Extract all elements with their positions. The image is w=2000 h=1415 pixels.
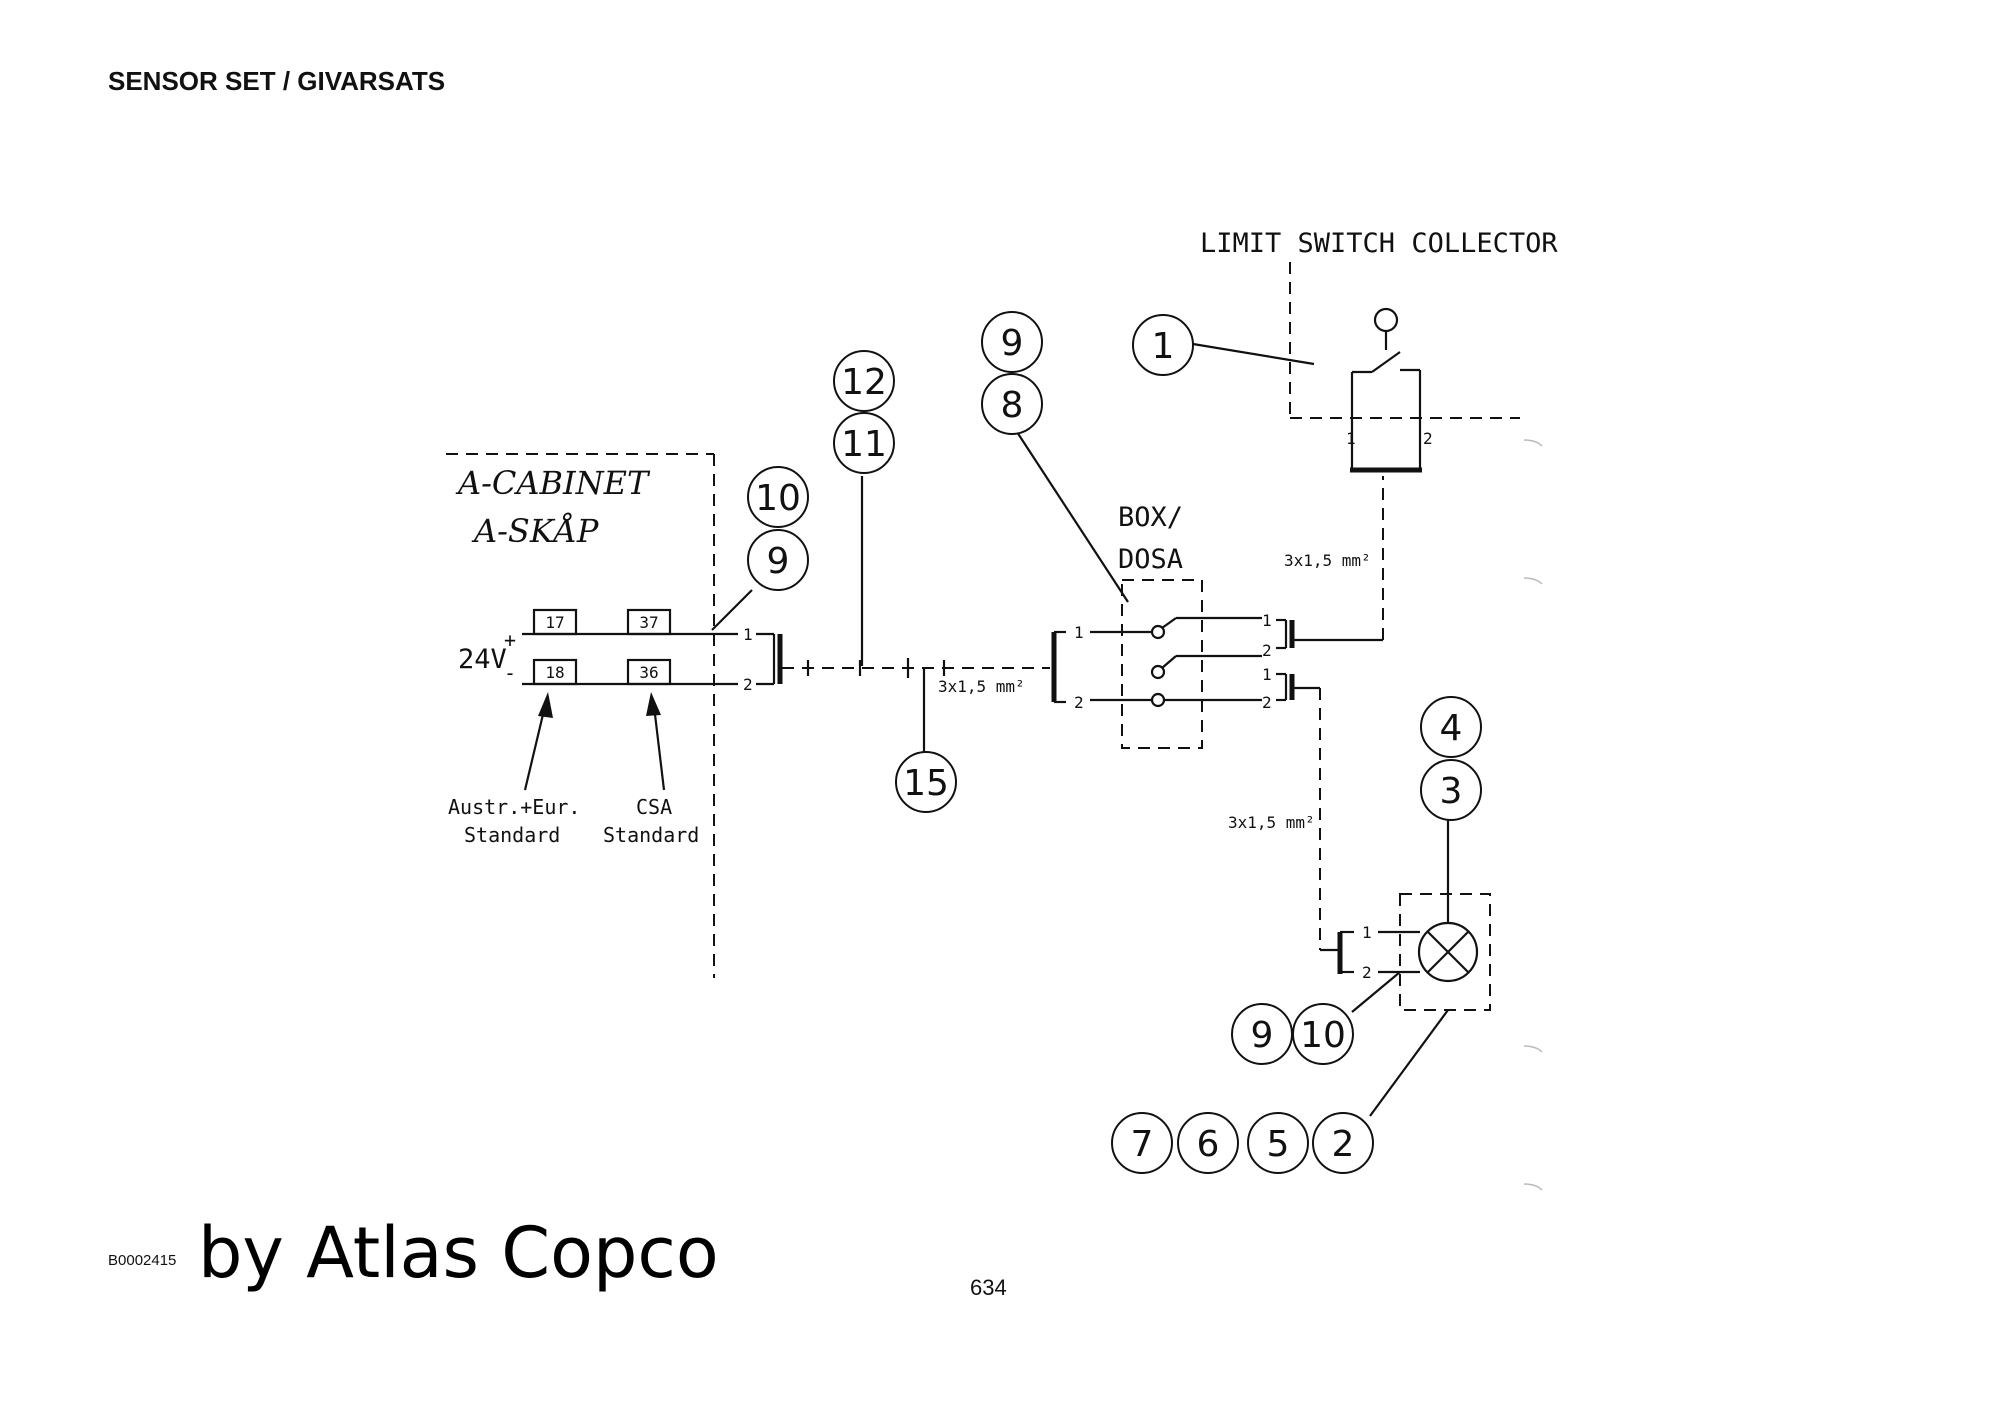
svg-text:4: 4	[1440, 708, 1463, 749]
svg-text:7: 7	[1131, 1124, 1154, 1165]
cable-spec-main: 3x1,5 mm²	[938, 677, 1025, 696]
svg-text:1: 1	[1362, 923, 1372, 942]
limit-switch-pin-2: 2	[1423, 429, 1433, 448]
box-label: BOX/	[1118, 502, 1183, 533]
svg-text:18: 18	[545, 663, 564, 682]
box-contacts	[1150, 616, 1262, 708]
bubble-lamp-set-a: 7	[1111, 1112, 1173, 1174]
bubble-lamp-conn-b: 10	[1292, 1003, 1354, 1065]
limit-switch-label: LIMIT SWITCH COLLECTOR	[1200, 228, 1558, 259]
limit-switch-symbol: 1 2	[1346, 307, 1433, 473]
svg-text:2: 2	[1074, 693, 1084, 712]
bubble-box-lower: 8	[981, 373, 1043, 435]
bubble-lamp-lower: 3	[1420, 759, 1482, 821]
leader-cab	[711, 589, 753, 631]
leader-lamp-set	[1369, 1009, 1449, 1117]
svg-text:8: 8	[1001, 385, 1024, 426]
svg-text:10: 10	[1300, 1015, 1346, 1056]
box-right-connector-top: 1 2	[1262, 611, 1295, 660]
bubble-cab-upper: 10	[747, 466, 809, 528]
std-left-1: Austr.+Eur.	[448, 795, 580, 819]
leader-limit-switch	[1192, 342, 1315, 366]
svg-text:15: 15	[903, 763, 949, 804]
std-right-1: CSA	[636, 795, 672, 819]
terminal-37: 37	[626, 608, 672, 636]
std-left-2: Standard	[464, 823, 560, 847]
svg-text:17: 17	[545, 613, 564, 632]
svg-text:1: 1	[1262, 665, 1272, 684]
lamp-outline	[1399, 893, 1491, 1011]
page-number: 634	[970, 1275, 1007, 1300]
svg-text:9: 9	[767, 541, 790, 582]
svg-text:9: 9	[1001, 323, 1024, 364]
plus-sign: +	[504, 628, 516, 652]
svg-text:1: 1	[1152, 326, 1175, 367]
bubble-cab-lower: 9	[747, 529, 809, 591]
cabinet-label-sv: A-SKÅP	[471, 512, 599, 550]
bubble-lamp-conn-a: 9	[1231, 1003, 1293, 1065]
limit-switch-pin-1: 1	[1346, 429, 1356, 448]
page-title: SENSOR SET / GIVARSATS	[108, 66, 446, 96]
leader-lamp-conn	[1351, 971, 1401, 1013]
terminal-36: 36	[626, 658, 672, 686]
document-code: B0002415	[108, 1252, 177, 1269]
svg-text:37: 37	[639, 613, 658, 632]
lamp-connector: 1 2	[1337, 923, 1420, 982]
bubble-lamp-set-b: 6	[1177, 1112, 1239, 1174]
svg-text:2: 2	[1332, 1124, 1355, 1165]
bubble-box-upper: 9	[981, 311, 1043, 373]
svg-text:1: 1	[1074, 623, 1084, 642]
leader-box	[1016, 431, 1129, 603]
bubble-limit-switch: 1	[1132, 314, 1194, 376]
bubble-lamp-upper: 4	[1420, 696, 1482, 758]
box-left-connector: 1 2	[1051, 623, 1152, 712]
svg-text:11: 11	[841, 424, 887, 465]
margin-marks	[1523, 439, 1543, 1191]
supply-24v: 24V + -	[458, 628, 714, 686]
box-right-connector-bottom: 1 2	[1262, 665, 1295, 712]
svg-text:2: 2	[1262, 641, 1272, 660]
standard-arrows	[523, 692, 666, 791]
svg-text:36: 36	[639, 663, 658, 682]
svg-text:10: 10	[755, 478, 801, 519]
svg-text:3: 3	[1440, 771, 1463, 812]
bubble-cable-upper: 12	[833, 350, 895, 412]
lamp-symbol	[1417, 921, 1479, 983]
terminal-18: 18	[532, 658, 578, 686]
cable-ticks	[806, 658, 946, 678]
cabinet-label: A-CABINET	[455, 464, 651, 502]
svg-text:5: 5	[1267, 1124, 1290, 1165]
bubble-junction: 15	[895, 751, 957, 813]
voltage-label: 24V	[458, 644, 507, 675]
svg-text:6: 6	[1197, 1124, 1220, 1165]
box-label-sv: DOSA	[1118, 544, 1183, 575]
bubble-lamp-set-c: 5	[1247, 1112, 1309, 1174]
bubble-lamp-set-d: 2	[1312, 1112, 1374, 1174]
svg-text:1: 1	[743, 625, 753, 644]
svg-text:2: 2	[1262, 693, 1272, 712]
svg-text:2: 2	[1362, 963, 1372, 982]
bubble-cable-lower: 11	[833, 412, 895, 474]
std-right-2: Standard	[603, 823, 699, 847]
svg-text:1: 1	[1262, 611, 1272, 630]
minus-sign: -	[504, 661, 516, 685]
terminal-17: 17	[532, 608, 578, 636]
svg-text:9: 9	[1251, 1015, 1274, 1056]
cabinet-connector: 1 2	[714, 625, 783, 694]
cable-spec-switch: 3x1,5 mm²	[1284, 551, 1371, 570]
box-outline	[1121, 579, 1203, 749]
cable-spec-lamp: 3x1,5 mm²	[1228, 813, 1315, 832]
brand-text: by Atlas Copco	[198, 1212, 719, 1294]
svg-text:12: 12	[841, 362, 887, 403]
svg-text:2: 2	[743, 675, 753, 694]
